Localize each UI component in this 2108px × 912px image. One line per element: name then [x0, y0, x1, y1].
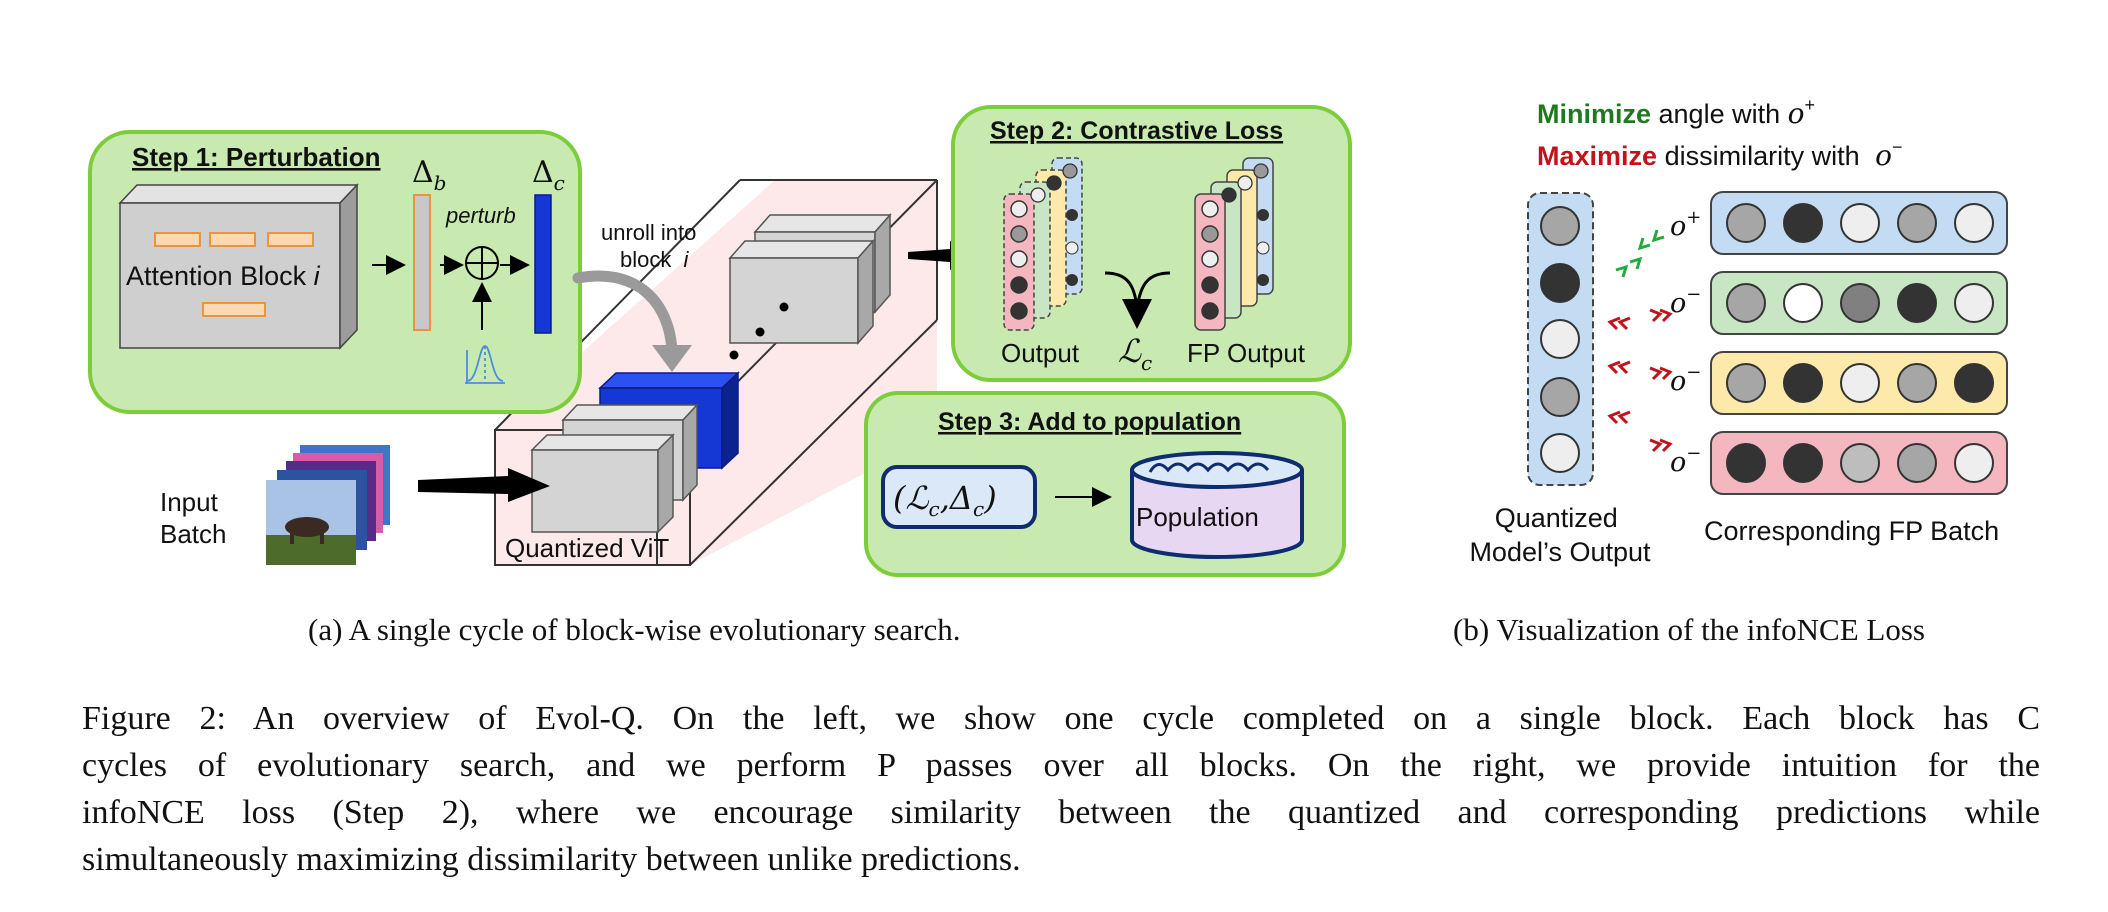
delta-b-label: Δb — [412, 155, 446, 195]
gaussian-noise-icon — [465, 345, 505, 384]
attention-block — [118, 183, 359, 350]
figure-caption: Figure 2: An overview of Evol-Q. On the … — [82, 695, 2040, 883]
vit-inner-blocks — [530, 213, 892, 534]
delta-c-label: Δc — [532, 155, 565, 195]
repel-chevrons-icon — [1607, 308, 1673, 453]
fp-row-positive — [1710, 191, 2008, 255]
step3-title: Step 3: Add to population — [938, 408, 1241, 436]
minimize-line: Minimize angle with o+ — [1537, 95, 1815, 130]
o-minus-label-2: o− — [1670, 362, 1701, 397]
delta-c-bar — [534, 194, 552, 334]
attract-chevrons-icon — [1615, 229, 1665, 278]
step2-title: Step 2: Contrastive Loss — [990, 117, 1283, 145]
fp-batch-label: Corresponding FP Batch — [1704, 516, 1999, 546]
input-arrow — [418, 468, 550, 502]
output-label: Output — [1001, 338, 1080, 368]
fp-row-negative-1 — [1710, 271, 2008, 335]
caption-line: cycles of evolutionary search, and we pe… — [82, 747, 2040, 784]
input-batch-label: Input Batch — [160, 487, 227, 549]
caption-line: Figure 2: An overview of Evol-Q. On the … — [82, 700, 2040, 737]
o-plus-label: o+ — [1670, 207, 1701, 242]
population-label: Population — [1136, 502, 1259, 532]
unroll-arrow — [572, 270, 678, 356]
perturb-label: perturb — [445, 203, 516, 228]
fp-row-negative-3 — [1710, 431, 2008, 495]
attention-block-label: Attention Block i — [126, 261, 321, 291]
tuple-label: (ℒc,Δc) — [893, 479, 997, 521]
maximize-line: Maximize dissimilarity with o− — [1537, 137, 1902, 172]
input-images-stack — [266, 445, 390, 565]
unroll-label: unroll into block i — [601, 220, 703, 272]
subcaption-a: (a) A single cycle of block-wise evoluti… — [308, 612, 961, 647]
o-minus-label-1: o− — [1670, 284, 1701, 319]
fp-output-label: FP Output — [1187, 338, 1306, 368]
perturb-add-icon — [465, 246, 499, 280]
quantized-vit-label: Quantized ViT — [505, 533, 669, 563]
o-minus-label-3: o− — [1670, 443, 1701, 478]
step1-title: Step 1: Perturbation — [132, 142, 380, 172]
fp-output-embedding-stack — [1194, 157, 1274, 331]
subcaption-b: (b) Visualization of the infoNCE Loss — [1453, 612, 1925, 647]
quantized-output-vector — [1527, 192, 1594, 486]
quantized-output-label: Quantized Model’s Output — [1469, 503, 1651, 567]
output-embedding-stack — [1003, 157, 1083, 331]
population-cylinder — [1130, 451, 1304, 559]
fp-row-negative-2 — [1710, 351, 2008, 415]
tuple-box — [881, 465, 1037, 529]
caption-line: infoNCE loss (Step 2), where we encourag… — [82, 794, 2040, 831]
loss-label: ℒc — [1118, 332, 1152, 375]
caption-line: simultaneously maximizing dissimilarity … — [82, 841, 1021, 878]
delta-b-bar — [413, 194, 431, 331]
